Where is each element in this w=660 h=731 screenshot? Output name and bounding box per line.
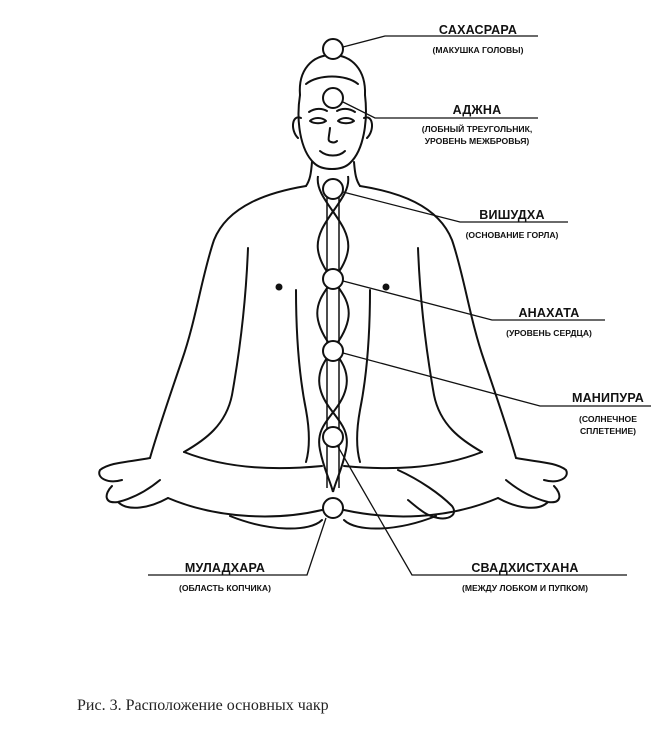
manipura-chakra-marker (322, 340, 344, 362)
chakra-description: (ОБЛАСТЬ КОПЧИКА) (179, 583, 271, 593)
left-arm-outline (149, 185, 307, 459)
ajna-leader-line (342, 101, 538, 119)
anahata-chakra-marker (322, 268, 344, 290)
muladhara-leader-line (148, 517, 327, 576)
right-eyebrow (336, 107, 356, 113)
left-arm-inner (183, 247, 249, 453)
chakra-name: СВАДХИСТХАНА (471, 561, 579, 575)
chakra-label-svadhisthana: СВАДХИСТХАНА (МЕЖДУ ЛОБКОМ И ПУПКОМ) (440, 561, 610, 594)
right-arm-outline (359, 185, 517, 459)
crossed-legs-outline (167, 497, 499, 518)
sahasrara-chakra-marker (322, 38, 344, 60)
foot (397, 469, 456, 520)
muladhara-chakra-marker (322, 497, 344, 519)
torso-right (356, 289, 371, 463)
chakra-label-manipura: МАНИПУРА (СОЛНЕЧНОЕ СПЛЕТЕНИЕ) (560, 391, 656, 437)
head-crown-outline (305, 75, 359, 85)
vishuddha-leader-line (342, 191, 568, 223)
chakra-name: ВИШУДХА (479, 208, 545, 222)
right-arm-inner (417, 247, 483, 453)
manipura-leader-line (342, 352, 651, 407)
vishuddha-chakra-marker (322, 178, 344, 200)
chakra-label-sahasrara: САХАСРАРА (МАКУШКА ГОЛОВЫ) (400, 23, 556, 56)
svadhisthana-chakra-marker (322, 426, 344, 448)
chakra-name: САХАСРАРА (438, 23, 518, 37)
chakra-description: (СОЛНЕЧНОЕ СПЛЕТЕНИЕ) (579, 414, 637, 436)
chakra-label-muladhara: МУЛАДХАРА (ОБЛАСТЬ КОПЧИКА) (160, 561, 290, 594)
chakra-description: (МЕЖДУ ЛОБКОМ И ПУПКОМ) (461, 583, 589, 593)
right-hand (497, 457, 568, 509)
chakra-name: АНАХАТА (518, 306, 580, 320)
face-outline (297, 94, 367, 170)
chakra-description: (МАКУШКА ГОЛОВЫ) (432, 45, 524, 55)
sahasrara-leader-line (342, 35, 538, 48)
chakra-name: АДЖНА (452, 103, 502, 117)
ajna-chakra-marker (322, 87, 344, 109)
chakra-label-ajna: АДЖНА (ЛОБНЫЙ ТРЕУГОЛЬНИК, УРОВЕНЬ МЕЖБР… (398, 103, 556, 147)
right-ear (363, 116, 373, 139)
base-outline (229, 515, 437, 530)
neck-left (305, 161, 313, 187)
legs-top-left (183, 451, 323, 470)
right-nipple (382, 283, 390, 291)
chakra-label-vishuddha: ВИШУДХА (ОСНОВАНИЕ ГОРЛА) (449, 208, 575, 241)
torso-left (295, 289, 310, 463)
chakra-name: МУЛАДХАРА (184, 561, 266, 575)
right-eye (337, 117, 355, 125)
mouth (319, 150, 346, 157)
svadhisthana-leader-line (336, 444, 627, 576)
nose (327, 127, 338, 144)
chakra-description: (ЛОБНЫЙ ТРЕУГОЛЬНИК, УРОВЕНЬ МЕЖБРОВЬЯ) (421, 124, 533, 146)
left-hand (98, 457, 169, 509)
neck-right (353, 161, 361, 187)
chakra-name: МАНИПУРА (571, 391, 645, 405)
left-eye (309, 117, 327, 125)
anahata-leader-line (342, 280, 605, 321)
chakra-description: (ОСНОВАНИЕ ГОРЛА) (465, 230, 559, 240)
chakra-description: (УРОВЕНЬ СЕРДЦА) (506, 328, 592, 338)
left-ear (292, 116, 302, 139)
chakra-label-anahata: АНАХАТА (УРОВЕНЬ СЕРДЦА) (487, 306, 611, 339)
left-nipple (275, 283, 283, 291)
legs-top-right (343, 451, 483, 470)
left-eyebrow (308, 107, 328, 113)
figure-caption: Рис. 3. Расположение основных чакр (77, 697, 329, 714)
